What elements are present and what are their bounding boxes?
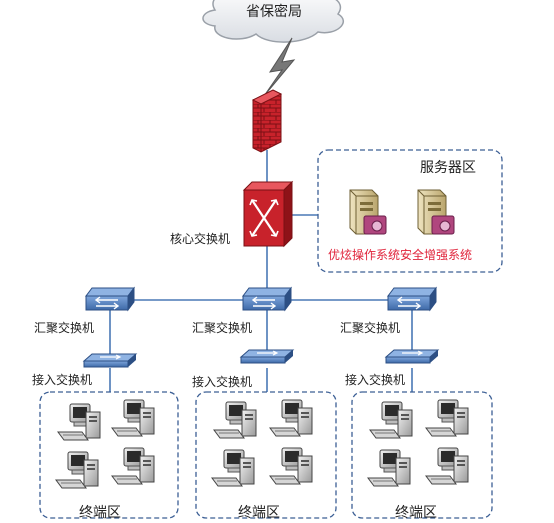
cloud-label: 省保密局 bbox=[246, 4, 302, 20]
computer-icon bbox=[269, 399, 313, 437]
terminal-zone-label: 终端区 bbox=[79, 505, 121, 521]
server-icon bbox=[417, 189, 455, 235]
terminal-zone-label: 终端区 bbox=[238, 505, 280, 521]
aggregation-switch-label: 汇聚交换机 bbox=[34, 321, 95, 335]
core-switch-icon bbox=[242, 180, 294, 248]
computer-icon bbox=[269, 447, 313, 485]
server-icon bbox=[349, 189, 387, 235]
access-switch-label: 接入交换机 bbox=[345, 373, 406, 387]
computer-icon bbox=[425, 399, 469, 437]
terminal-group-3 bbox=[367, 399, 469, 487]
system-label: 优炫操作系统安全增强系统 bbox=[328, 248, 473, 262]
access-switch-label: 接入交换机 bbox=[192, 375, 253, 389]
terminal-zone-box bbox=[351, 391, 493, 519]
cloud-icon bbox=[202, 0, 345, 43]
aggregation-switch-icon bbox=[85, 287, 135, 311]
terminal-zone-label: 终端区 bbox=[395, 505, 437, 521]
aggregation-switch-icon bbox=[387, 287, 437, 311]
access-switch-icon bbox=[385, 349, 439, 364]
computer-icon bbox=[55, 451, 99, 489]
computer-icon bbox=[57, 403, 101, 441]
firewall-icon bbox=[251, 89, 283, 153]
access-switch-icon bbox=[240, 349, 294, 364]
access-switch-label: 接入交换机 bbox=[32, 373, 93, 387]
terminal-group-1 bbox=[55, 399, 155, 489]
computer-icon bbox=[369, 401, 413, 439]
computer-icon bbox=[211, 449, 255, 487]
aggregation-switch-icon bbox=[242, 287, 292, 311]
terminal-group-2 bbox=[211, 399, 313, 487]
computer-icon bbox=[425, 447, 469, 485]
terminal-zone-box bbox=[195, 391, 337, 519]
server-zone-title: 服务器区 bbox=[420, 160, 476, 176]
core-switch-label: 核心交换机 bbox=[170, 232, 231, 246]
computer-icon bbox=[367, 449, 411, 487]
access-switch-icon bbox=[83, 353, 137, 368]
computer-icon bbox=[213, 401, 257, 439]
terminal-zone-box bbox=[39, 391, 179, 519]
lightning-icon bbox=[263, 37, 296, 97]
computer-icon bbox=[111, 447, 155, 485]
aggregation-switch-label: 汇聚交换机 bbox=[340, 321, 401, 335]
aggregation-switch-label: 汇聚交换机 bbox=[192, 321, 253, 335]
computer-icon bbox=[111, 399, 155, 437]
server-zone-box bbox=[317, 149, 503, 273]
